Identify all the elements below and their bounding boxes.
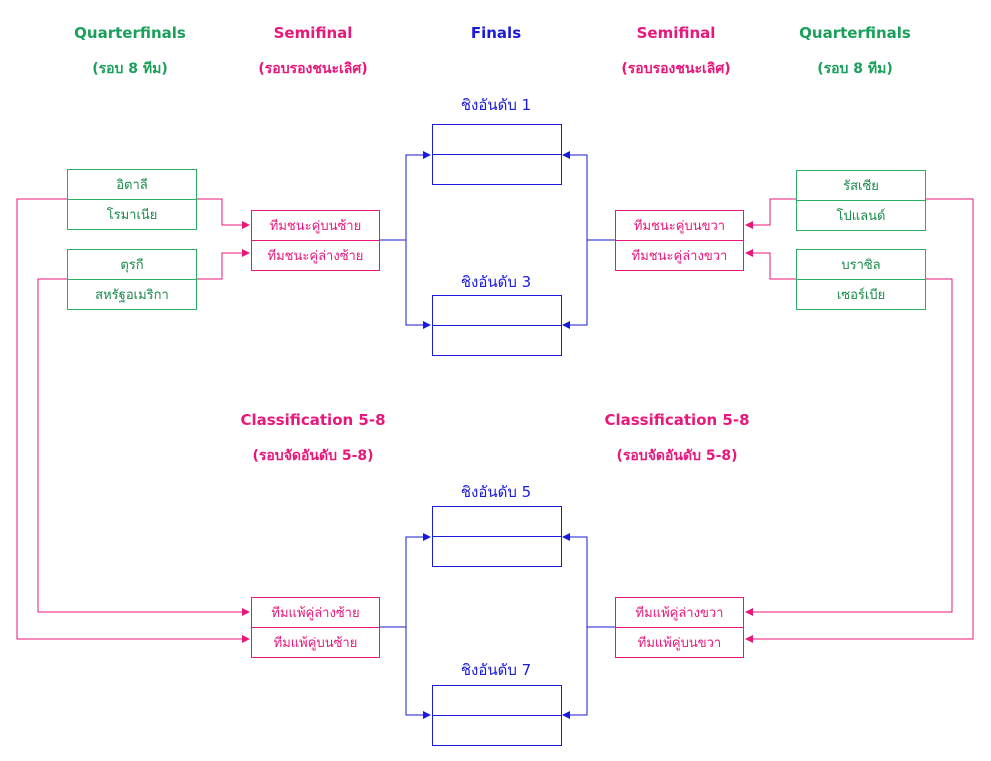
final1-slot-bottom	[432, 154, 562, 185]
right-qf-team: บราซิล	[796, 249, 926, 280]
left-classification-subheader: (รอบจัดอันดับ 5-8)	[252, 448, 374, 464]
final1-slot-top	[432, 124, 562, 155]
left-classification-slot: ทีมแพ้คู่บนซ้าย	[251, 627, 380, 658]
finals-header: Finals	[470, 24, 522, 42]
placement-title-5: ชิงอันดับ 5	[460, 483, 532, 501]
connector-lsf-to-final3	[405, 240, 431, 329]
placement-title-7: ชิงอันดับ 7	[460, 661, 532, 679]
final5-slot-bottom	[432, 536, 562, 567]
left-qf-team: โรมาเนีย	[67, 199, 197, 230]
connector-rqf2-winner	[745, 249, 796, 280]
right-sf-slot: ทีมชนะคู่บนขวา	[615, 210, 744, 241]
right-classification-slot: ทีมแพ้คู่ล่างขวา	[615, 597, 744, 628]
final7-slot-top	[432, 685, 562, 716]
connector-rcl-to-final5	[562, 533, 588, 627]
right-sf-slot: ทีมชนะคู่ล่างขวา	[615, 240, 744, 271]
left-classification-header: Classification 5-8	[240, 411, 386, 429]
connector-lqf2-loser	[37, 278, 250, 616]
left-semifinal-header: Semifinal	[273, 24, 353, 42]
right-semifinal-header: Semifinal	[636, 24, 716, 42]
placement-title-3: ชิงอันดับ 3	[460, 273, 532, 291]
left-qf-team: อิตาลี	[67, 169, 197, 200]
final5-slot-top	[432, 506, 562, 537]
right-classification-slot: ทีมแพ้คู่บนขวา	[615, 627, 744, 658]
right-classification-subheader: (รอบจัดอันดับ 5-8)	[616, 448, 738, 464]
left-sf-slot: ทีมชนะคู่ล่างซ้าย	[251, 240, 380, 271]
right-quarterfinals-subheader: (รอบ 8 ทีม)	[817, 61, 893, 77]
left-semifinal-subheader: (รอบรองชนะเลิศ)	[258, 61, 368, 77]
connector-rqf1-loser	[745, 198, 974, 643]
connector-rqf1-winner	[745, 198, 796, 229]
left-sf-slot: ทีมชนะคู่บนซ้าย	[251, 210, 380, 241]
connector-lsf-to-final1	[405, 151, 431, 240]
connector-lqf1-winner	[197, 198, 250, 229]
left-qf-team: สหรัฐอเมริกา	[67, 279, 197, 310]
final3-slot-bottom	[432, 325, 562, 356]
right-semifinal-subheader: (รอบรองชนะเลิศ)	[621, 61, 731, 77]
connector-rsf-to-final1	[562, 151, 588, 240]
connector-rsf-to-final3	[562, 240, 588, 329]
connector-lcl-to-final5	[405, 533, 431, 627]
connector-rqf2-loser	[745, 278, 953, 616]
left-quarterfinals-subheader: (รอบ 8 ทีม)	[92, 61, 168, 77]
right-quarterfinals-header: Quarterfinals	[799, 24, 911, 42]
right-qf-team: โปแลนด์	[796, 200, 926, 231]
final3-slot-top	[432, 295, 562, 326]
left-quarterfinals-header: Quarterfinals	[74, 24, 186, 42]
connector-rcl-to-final7	[562, 627, 588, 719]
left-classification-slot: ทีมแพ้คู่ล่างซ้าย	[251, 597, 380, 628]
left-qf-team: ตุรกี	[67, 249, 197, 280]
connector-lqf1-loser	[16, 198, 250, 643]
right-qf-team: เซอร์เบีย	[796, 279, 926, 310]
connector-lqf2-winner	[197, 249, 250, 280]
right-qf-team: รัสเซีย	[796, 170, 926, 201]
connector-lcl-to-final7	[405, 627, 431, 719]
right-classification-header: Classification 5-8	[604, 411, 750, 429]
final7-slot-bottom	[432, 715, 562, 746]
placement-title-1: ชิงอันดับ 1	[460, 96, 532, 114]
